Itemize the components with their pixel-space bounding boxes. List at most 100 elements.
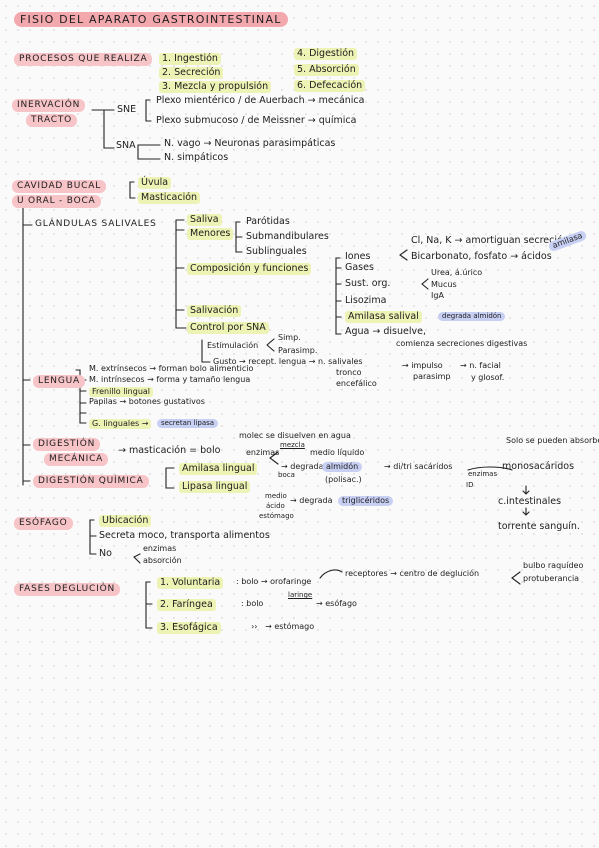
lengua-lipasa: secretan lipasa <box>157 419 219 428</box>
comp-amilasa: Amilasa salival <box>345 311 422 323</box>
trigliceridos-label: triglicéridos <box>338 496 394 506</box>
procesos-item: 4. Digestión <box>294 48 358 60</box>
fase-1-text: : bolo → orofaringe <box>236 577 312 586</box>
monosac-label: monosacáridos <box>502 461 575 472</box>
procesos-item: 5. Absorción <box>294 64 359 76</box>
gland-type: Submandibulares <box>246 231 329 242</box>
fases-heading: FASES DEGLUCIÓN <box>14 583 120 596</box>
gland-type: Parótidas <box>246 216 290 227</box>
torrente-label: torrente sanguín. <box>498 521 580 532</box>
mecanica-branch: molec se disuelven en agua <box>239 431 351 440</box>
facial-label: → n. facial <box>460 361 501 370</box>
esofago-item: Secreta moco, transporta alimentos <box>99 530 270 541</box>
simp-label: Simp. <box>278 333 301 342</box>
enzimas-label: enzimas <box>468 470 498 478</box>
lengua-item: G. linguales → <box>89 419 152 429</box>
cavidad-heading-2: U ORAL - BOCA <box>12 195 101 208</box>
lengua-item: M. intrínsecos → forma y tamaño lengua <box>89 375 251 384</box>
composicion-item: Composición y funciones <box>187 263 312 275</box>
esofago-no-item: enzimas <box>143 544 177 553</box>
esofago-item: Ubicación <box>99 515 152 527</box>
amilasa-lingual: Amilasa lingual <box>179 463 258 475</box>
lengua-item: M. extrínsecos → forman bolo alimenticio <box>89 364 254 373</box>
comp-lisozima: Lisozima <box>345 295 387 306</box>
gland-type: Sublinguales <box>246 246 307 257</box>
almidon-label: almidón <box>322 462 363 472</box>
receptores-label: receptores → centro de deglución <box>345 569 480 578</box>
fase-2: 2. Faríngea <box>157 599 216 611</box>
tronco-label: tronco <box>336 368 362 377</box>
disacaridos-label: → di/tri sacáridos <box>384 462 453 471</box>
saliva-item: Saliva <box>187 214 222 226</box>
sna-item: N. vago → Neuronas parasimpáticas <box>164 138 336 149</box>
sne-label: SNE <box>117 104 137 115</box>
fase-2-text: : bolo <box>241 599 264 608</box>
comp-gases: Gases <box>345 262 374 273</box>
encefalico-label: encefálico <box>336 379 377 388</box>
polisac-label: (polisac.) <box>325 475 362 484</box>
cavidad-item: Úvula <box>138 177 172 189</box>
protuberancia-label: protuberancia <box>523 574 580 583</box>
procesos-heading: PROCESOS QUE REALIZA <box>14 53 153 66</box>
mecanica-branch: medio líquido <box>310 448 365 457</box>
digestion-mecanica-text: → masticación = bolo <box>118 445 221 456</box>
procesos-item: 6. Defecación <box>294 80 366 92</box>
sna-label: SNA <box>116 140 136 151</box>
cavidad-heading: CAVIDAD BUCAL <box>12 180 107 193</box>
laringe-label: laringe <box>288 591 313 599</box>
cavidad-item: Masticación <box>138 192 201 204</box>
digestion-mecanica-heading: DIGESTIÓN <box>33 438 101 451</box>
sust-item: Mucus <box>431 280 457 289</box>
glandulas-heading: GLÁNDULAS SALIVALES <box>35 219 157 229</box>
lengua-item: Papilas → botones gustativos <box>89 397 205 406</box>
sne-item: Plexo submucoso / de Meissner → química <box>156 115 357 126</box>
gusto-label: Gusto → recept. lengua → n. salivales <box>213 357 363 366</box>
lipasa-lingual: Lipasa lingual <box>179 481 251 493</box>
mecanica-branch: enzimas <box>246 448 280 457</box>
impulso-label: → impulso <box>402 361 443 370</box>
comp-sust: Sust. org. <box>345 278 391 289</box>
degrada2-label: → degrada <box>290 496 333 505</box>
fase-3-text: ›› → estómago <box>246 622 315 631</box>
boca-label: boca <box>278 471 295 479</box>
menores-item: Menores <box>187 228 234 240</box>
estomago-label: estómago <box>259 512 294 520</box>
nota-absorber: Solo se pueden absorber <box>506 436 599 445</box>
procesos-item: 2. Secreción <box>159 67 224 79</box>
salivacion-item: Salivación <box>187 305 242 317</box>
esofago-arrow-label: → esófago <box>316 599 357 608</box>
sust-item: IgA <box>431 291 444 300</box>
control-item: Control por SNA <box>187 322 269 334</box>
bulbo-label: bulbo raquídeo <box>523 561 584 570</box>
comp-iones-1: Cl, Na, K → amortiguan secreción <box>411 235 569 246</box>
comp-agua-2: comienza secreciones digestivas <box>396 339 528 348</box>
procesos-item: 3. Mezcla y propulsión <box>159 81 272 93</box>
esofago-no-item: absorción <box>143 556 182 565</box>
id-label: ID <box>466 481 474 489</box>
comp-iones: Iones <box>345 251 371 262</box>
esofago-heading: ESÓFAGO <box>14 517 73 530</box>
comp-agua: Agua → disuelve, <box>345 326 426 337</box>
fase-3: 3. Esofágica <box>157 622 221 634</box>
medio-label: medio <box>265 492 287 500</box>
glosof-label: y glosof. <box>471 373 505 382</box>
parasimp-label: Parasimp. <box>278 346 318 355</box>
parasimp2-label: parasimp <box>413 372 451 381</box>
sne-item: Plexo mientérico / de Auerbach → mecánic… <box>156 95 365 106</box>
fase-1: 1. Voluntaria <box>157 577 224 589</box>
lengua-item: Frenillo lingual <box>89 387 154 397</box>
esofago-no: No <box>99 548 112 559</box>
lengua-heading: LENGUA <box>33 375 85 388</box>
estimulacion-label: Estimulación <box>207 341 259 350</box>
page-title: FISIO DEL APARATO GASTROINTESTINAL <box>14 12 288 27</box>
mecanica-branch: mezcla <box>280 441 305 449</box>
inervacion-heading-2: TRACTO <box>26 114 78 127</box>
intestinales-label: c.intestinales <box>498 496 562 507</box>
procesos-item: 1. Ingestión <box>159 53 221 65</box>
acido-label: ácido <box>266 502 285 510</box>
amilasa-degrada: degrada almidón <box>438 312 506 321</box>
sna-item: N. simpáticos <box>164 152 229 163</box>
digestion-quimica-heading: DIGESTIÓN QUÍMICA <box>33 475 149 488</box>
comp-iones-2: Bicarbonato, fosfato → ácidos <box>411 251 552 262</box>
